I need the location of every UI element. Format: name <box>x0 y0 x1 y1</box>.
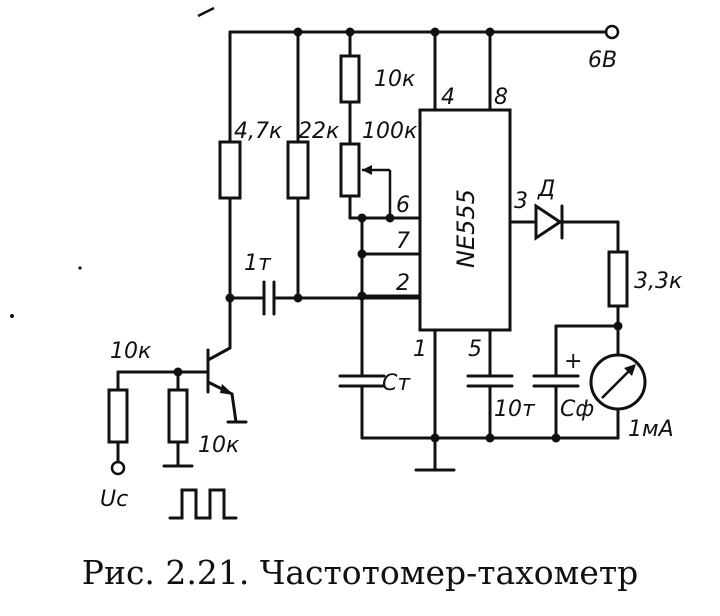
cap-timing-label: Cт <box>382 371 411 396</box>
pin-7-label: 7 <box>396 229 410 254</box>
meter-label: 1мА <box>628 417 674 442</box>
pot-label: 100к <box>362 119 418 144</box>
ne555-chip: NE555 <box>418 30 512 440</box>
chip-name: NE555 <box>452 189 480 268</box>
r-pulse-label: 10к <box>198 433 240 458</box>
r-base-label: 10к <box>110 339 152 364</box>
diode-label: Д <box>537 177 555 202</box>
r-meter-label: 3,3к <box>634 269 683 294</box>
supply-label: 6В <box>588 48 617 73</box>
cap-filter-polarity: + <box>564 349 582 374</box>
cap-control-label: 10т <box>494 397 536 422</box>
pin-4-label: 4 <box>441 85 455 110</box>
pin-3-label: 3 <box>514 189 528 214</box>
pin-1-label: 1 <box>413 337 427 362</box>
r1-label: 4,7к <box>234 119 283 144</box>
supply-terminal <box>604 24 620 40</box>
milliammeter <box>589 353 647 440</box>
supply-rail <box>228 27 608 37</box>
pin-6-label: 6 <box>396 193 410 218</box>
capacitor-coupling <box>228 280 422 316</box>
resistor-r1 <box>218 30 242 303</box>
capacitor-timing <box>338 374 386 440</box>
cap-filter-label: Cф <box>560 397 594 422</box>
npn-transistor <box>206 296 248 424</box>
cap-coupling-label: 1т <box>244 251 272 276</box>
ground-bus <box>360 433 620 472</box>
pulse-train-icon <box>168 488 238 520</box>
r-top-label: 10к <box>374 67 416 92</box>
potentiometer <box>339 142 392 220</box>
pin-5-label: 5 <box>468 337 482 362</box>
figure-caption: Рис. 2.21. Частотомер-тахометр <box>81 553 639 592</box>
resistor-r2 <box>286 30 310 303</box>
input-voltage-label: Uc <box>100 487 128 512</box>
r2-label: 22к <box>298 119 340 144</box>
diode <box>508 203 620 254</box>
pin-2-label: 2 <box>396 271 410 296</box>
resistor-r-top <box>339 30 361 146</box>
pin-8-label: 8 <box>494 85 508 110</box>
resistor-meter <box>554 250 629 378</box>
scan-specks <box>10 6 215 318</box>
capacitor-control <box>466 374 514 443</box>
base-input-network <box>107 367 210 476</box>
capacitor-filter <box>532 374 580 443</box>
